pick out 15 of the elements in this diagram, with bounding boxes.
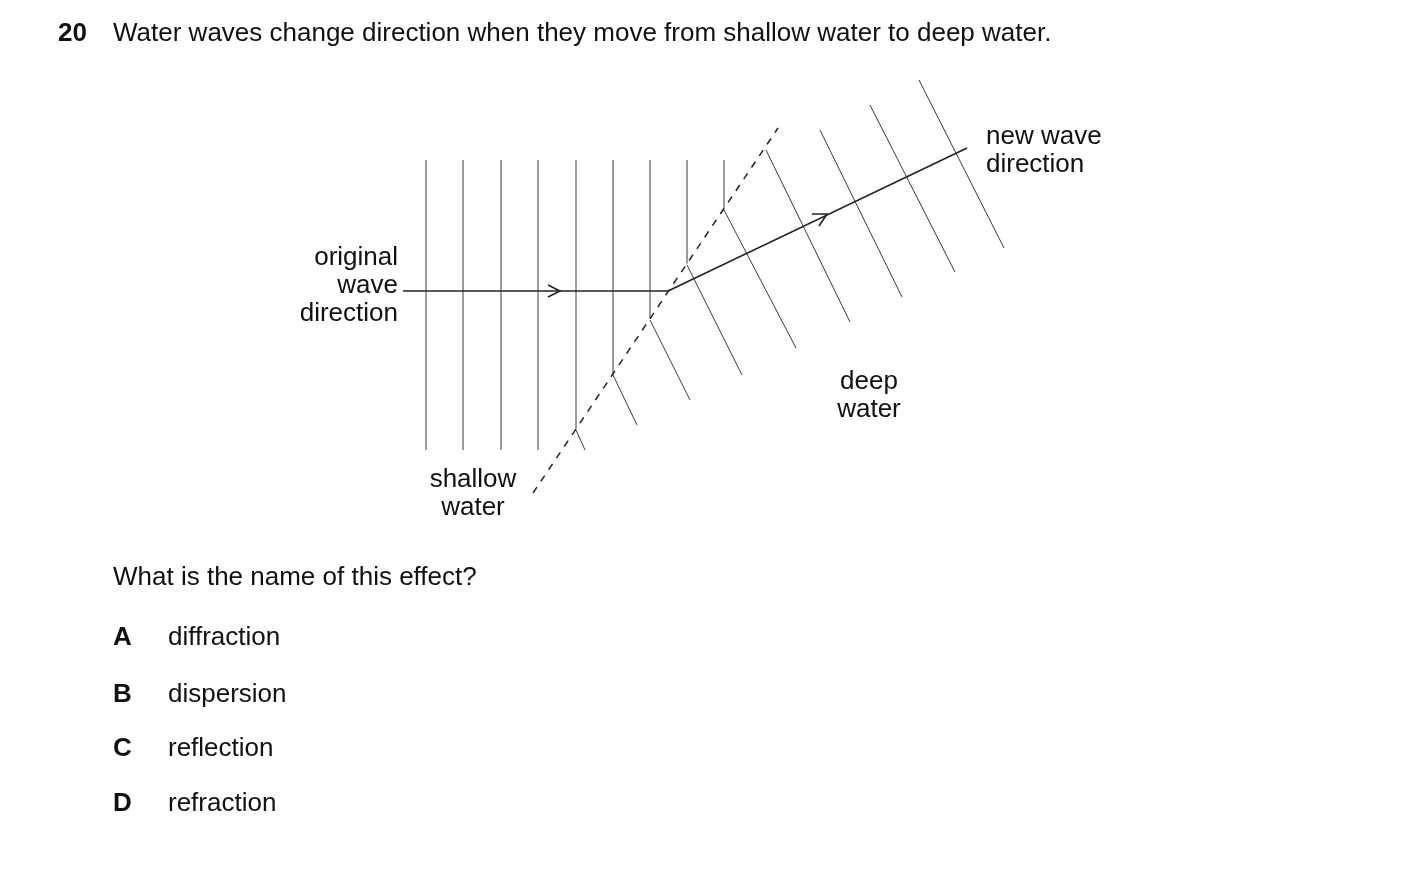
diagram-label: deep water [837,365,901,423]
option-text: diffraction [168,621,281,651]
option-letter: C [113,732,132,762]
option-letter: D [113,787,132,817]
option-letter: B [113,678,132,708]
option-text: refraction [168,787,277,817]
option-text: reflection [168,732,274,762]
question-text: What is the name of this effect? [113,561,477,591]
diagram-label: new wave direction [986,120,1102,178]
diagram-label: shallow water [429,463,517,521]
option-letter: A [113,621,132,651]
question-number: 20 [58,17,87,47]
option-text: dispersion [168,678,287,708]
question-text: Water waves change direction when they move from shallow water to deep water. [113,17,1052,47]
diagram-label: original wave direction [299,241,398,327]
